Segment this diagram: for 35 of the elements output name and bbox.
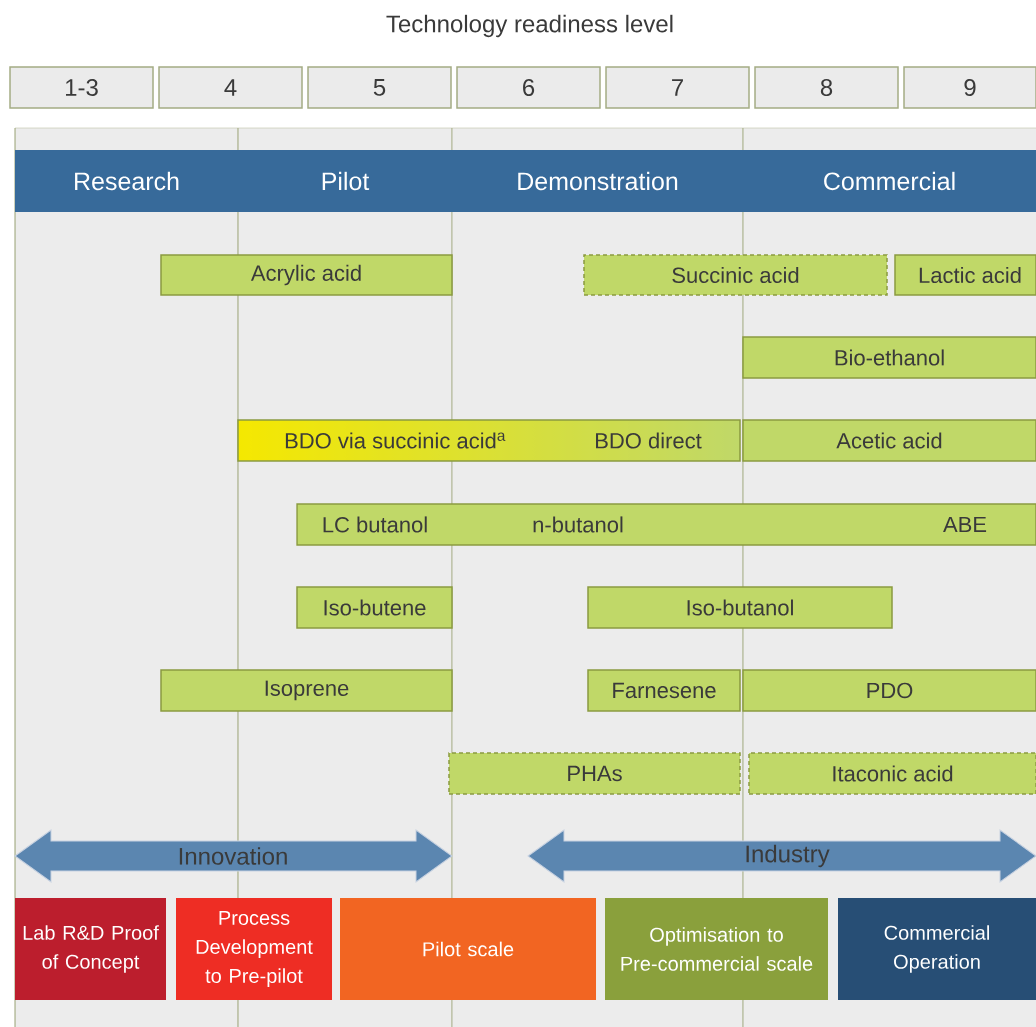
product-bar: Iso-butene — [296, 586, 453, 629]
stage-box: Pilot scale — [340, 898, 596, 1000]
level-box: 4 — [158, 66, 303, 109]
stage-box: Commercial Operation — [838, 898, 1036, 1000]
product-bar: Farnesene — [587, 669, 741, 712]
product-bar: Bio-ethanol — [742, 336, 1036, 379]
product-bar: Itaconic acid — [748, 752, 1036, 795]
level-box: 7 — [605, 66, 750, 109]
product-bar: PHAs — [448, 752, 741, 795]
stage-box: Lab R&D Proof of Concept — [15, 898, 166, 1000]
node-label: Demonstration — [518, 171, 678, 191]
product-bar: LC butanol n-butanol ABE — [296, 503, 1036, 546]
product-bar: Succinic acid — [583, 254, 888, 296]
level-box: 8 — [754, 66, 899, 109]
phase-band: Commercial — [743, 150, 1036, 212]
level-box: 5 — [307, 66, 452, 109]
node-label: Pilot — [322, 171, 370, 191]
product-bar: Iso-butanol — [587, 586, 893, 629]
chart-title: Technology readiness level — [386, 14, 673, 38]
phase-band: Research — [15, 150, 238, 212]
product-bar: Acrylic acid — [160, 254, 453, 296]
phase-band: Demonstration — [452, 150, 743, 212]
product-bar: Lactic acid — [894, 254, 1036, 296]
product-bar: Isoprene — [160, 669, 453, 712]
level-box: 9 — [903, 66, 1036, 109]
product-bar: PDO — [742, 669, 1036, 712]
stage-box: Optimisation to Pre-commercial scale — [605, 898, 828, 1000]
node-label: Commercial — [824, 171, 955, 191]
level-box: 1-3 — [9, 66, 154, 109]
product-bar: BDO via succinic acid$^{a}$ BDO direct — [237, 419, 741, 462]
level-box: 6 — [456, 66, 601, 109]
product-bar: Acetic acid — [742, 419, 1036, 462]
node-label: Research — [75, 171, 179, 191]
stage-box: Process Development to Pre-pilot — [176, 898, 332, 1000]
phase-band: Pilot — [238, 150, 452, 212]
